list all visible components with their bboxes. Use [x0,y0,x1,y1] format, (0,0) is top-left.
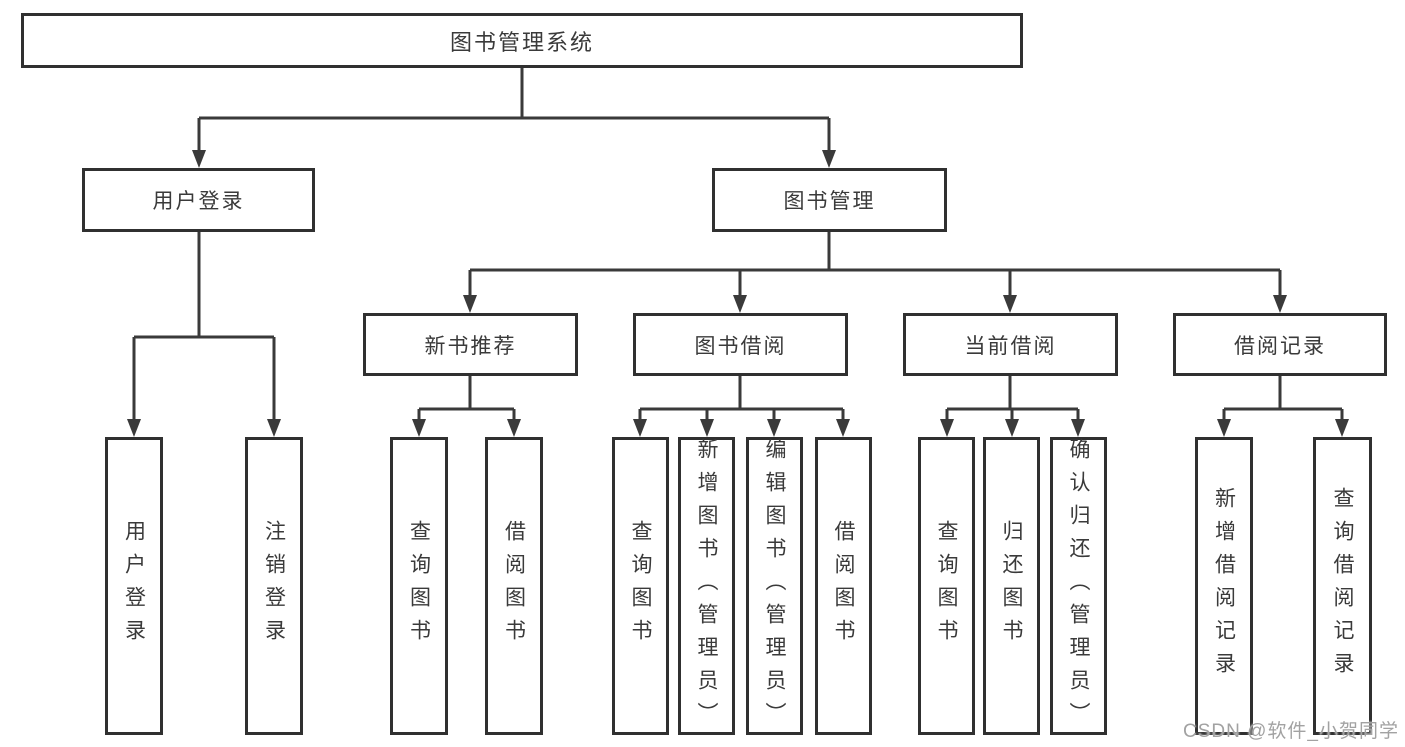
node-borrowing-records: 借阅记录 [1173,313,1387,376]
leaf-add-books-admin: 新增图书（管理员） [678,437,735,735]
node-system-root-label: 图书管理系统 [449,29,594,55]
leaf-query-books-current-label: 查询图书 [935,520,958,652]
leaf-add-books-admin-label: 新增图书（管理员） [695,437,718,735]
leaf-logout: 注销登录 [245,437,303,735]
node-user-login-label: 用户登录 [152,190,245,213]
node-book-borrowing-label: 图书借阅 [694,334,787,358]
connector-current-borrow-to-leaves [945,376,1080,421]
leaf-edit-books-admin-label: 编辑图书（管理员） [763,437,786,735]
leaf-confirm-return-admin: 确认归还（管理员） [1050,437,1107,735]
node-new-book-recommendation-label: 新书推荐 [424,334,517,358]
leaf-add-borrow-record-label: 新增借阅记录 [1212,487,1236,685]
connector-new-books-to-leaves [417,376,516,421]
connector-book-borrow-to-leaves [638,376,845,421]
node-system-root: 图书管理系统 [21,13,1023,68]
leaf-query-books-current: 查询图书 [918,437,975,735]
node-user-login: 用户登录 [82,168,315,232]
node-current-borrowing: 当前借阅 [903,313,1118,376]
leaf-query-books-recommend: 查询图书 [390,437,448,735]
leaf-borrow-books-recommend: 借阅图书 [485,437,543,735]
leaf-borrow-books-recommend-label: 借阅图书 [502,520,526,652]
leaf-return-books-label: 归还图书 [1000,520,1023,652]
csdn-watermark: CSDN @软件_小贺同学 [1183,721,1399,742]
connector-user-login-to-leaves [132,232,276,421]
leaf-query-books-borrow: 查询图书 [612,437,669,735]
connector-root-to-level1 [197,68,831,152]
node-book-borrowing: 图书借阅 [633,313,848,376]
leaf-return-books: 归还图书 [983,437,1040,735]
connector-book-mgmt-to-level2 [468,232,1282,297]
leaf-confirm-return-admin-label: 确认归还（管理员） [1067,437,1090,735]
node-book-management-label: 图书管理 [783,190,876,213]
connector-borrow-records-to-leaves [1222,376,1344,421]
leaf-query-books-recommend-label: 查询图书 [407,520,431,652]
leaf-user-login: 用户登录 [105,437,163,735]
node-current-borrowing-label: 当前借阅 [964,334,1057,358]
leaf-query-borrow-record: 查询借阅记录 [1313,437,1372,735]
leaf-query-books-borrow-label: 查询图书 [629,520,652,652]
node-book-management: 图书管理 [712,168,947,232]
leaf-add-borrow-record: 新增借阅记录 [1195,437,1253,735]
leaf-edit-books-admin: 编辑图书（管理员） [746,437,803,735]
leaf-borrow-books: 借阅图书 [815,437,872,735]
node-new-book-recommendation: 新书推荐 [363,313,578,376]
leaf-borrow-books-label: 借阅图书 [832,520,855,652]
leaf-query-borrow-record-label: 查询借阅记录 [1331,487,1354,685]
leaf-logout-label: 注销登录 [262,520,286,652]
leaf-user-login-label: 用户登录 [122,520,146,652]
node-borrowing-records-label: 借阅记录 [1234,334,1326,358]
